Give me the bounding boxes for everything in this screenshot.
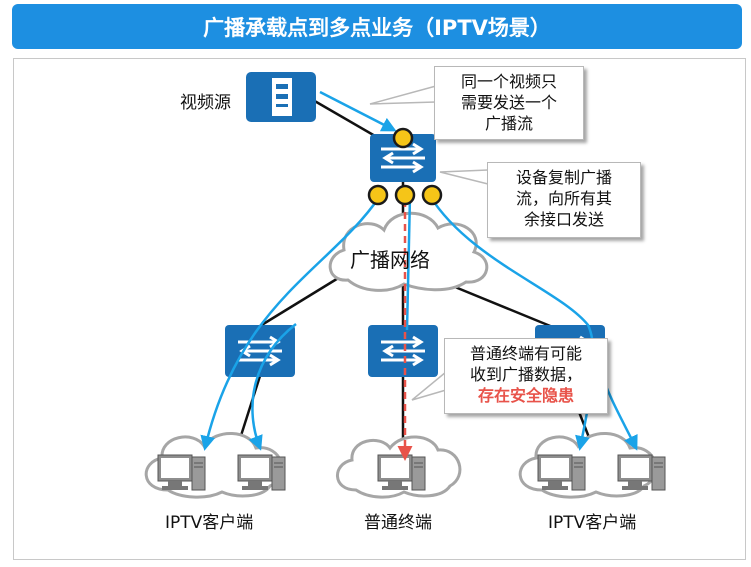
core-switch-icon	[370, 134, 436, 182]
security-risk-warning: 存在安全隐患	[477, 386, 574, 405]
broadcast-network-label: 广播网络	[350, 248, 430, 272]
callout-pointers	[369, 85, 489, 401]
iptv-client-left-label: IPTV客户端	[165, 513, 254, 533]
iptv-client-right-label: IPTV客户端	[548, 513, 637, 533]
access-switch-middle-icon	[368, 325, 438, 377]
diagram-panel	[13, 58, 746, 560]
page-title: 广播承载点到多点业务（IPTV场景）	[12, 4, 742, 49]
callout-single-stream: 同一个视频只 需要发送一个 广播流	[434, 66, 584, 140]
callout-security-risk: 普通终端有可能 收到广播数据， 存在安全隐患	[444, 338, 608, 414]
video-source-label: 视频源	[180, 93, 231, 113]
port-dots	[367, 127, 443, 206]
video-source-server-icon	[246, 72, 316, 122]
physical-links	[236, 94, 592, 446]
access-switch-left-icon	[225, 325, 295, 377]
normal-terminal-label: 普通终端	[364, 513, 432, 533]
callout-device-copy: 设备复制广播 流，向所有其 余接口发送	[487, 162, 641, 238]
